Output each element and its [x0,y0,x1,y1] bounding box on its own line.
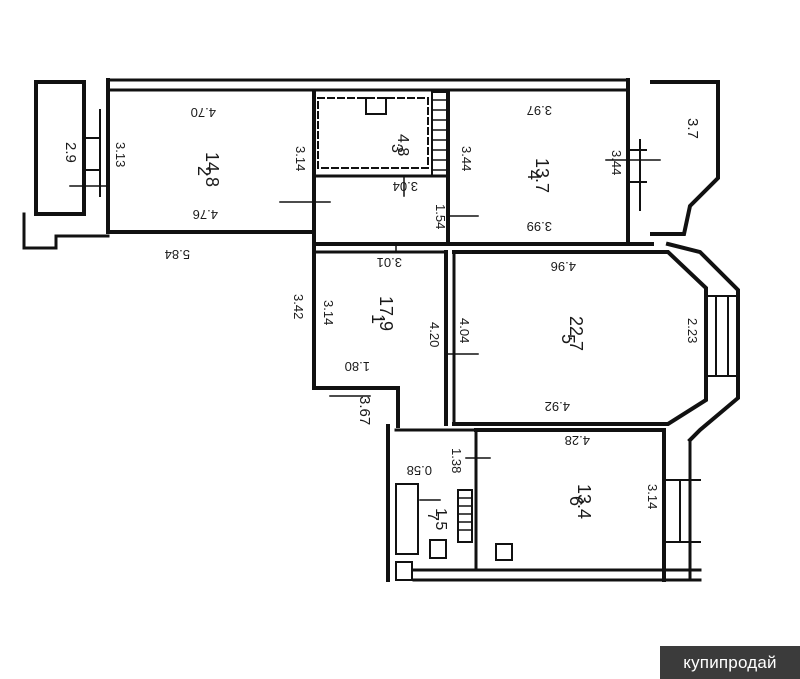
dim-r1-bottom: 1.80 [345,359,370,374]
dim-r4-right: 3.44 [609,150,624,175]
room-1-area: 17.9 [376,296,396,331]
dim-r2-top: 4.70 [191,105,216,120]
watermark-badge: купипродай [660,646,800,679]
room-6-number: 6 [566,496,586,506]
dim-r5-top: 4.96 [551,259,576,274]
dim-r7-top: 0.58 [407,463,432,478]
dim-r3-bottom: 3.04 [393,179,418,194]
dim-r2-left: 3.13 [113,142,128,167]
dim-r1-outer: 3.42 [291,294,306,319]
watermark-text: купипродай [683,652,777,672]
dim-r6-top: 4.28 [565,433,590,448]
dim-hall-v: 3.67 [356,396,373,425]
room-6-area: 13.4 [574,484,594,519]
room-7-number: 7 [424,512,441,521]
dim-below-r2: 5.84 [165,247,190,262]
room-3-number-visible: 3 [388,144,405,153]
dim-r2-right: 3.14 [293,146,308,171]
dim-r1-left: 3.14 [321,300,336,325]
dim-r1-top: 3.01 [377,255,402,270]
room-4-area: 13.7 [532,158,552,193]
room-5-number: 5 [558,334,578,344]
dim-r5-bottom: 4.92 [545,399,570,414]
room-2-number: 2 [194,166,214,176]
dim-r4-left: 3.44 [459,146,474,171]
walls [22,78,740,582]
dim-r4-top: 3.97 [527,103,552,118]
room-labels: 2 14.8 4 3 4.8 4 13.7 1 17.9 5 22.7 6 13… [194,134,594,530]
dim-r6-left: 1.38 [449,448,464,473]
room-3-area: 4.8 [394,134,411,156]
dim-r5-left: 4.04 [457,318,472,343]
dim-r5-right: 2.23 [685,318,700,343]
dim-r4-bottom: 3.99 [527,219,552,234]
dim-balcony-left: 2.9 [62,142,79,163]
dim-r2-bottom: 4.76 [193,207,218,222]
room-7-area: 1.5 [432,508,449,530]
dim-r6-right: 3.14 [645,484,660,509]
dim-r1-right: 4.20 [427,322,442,347]
room-1-number: 1 [368,314,388,324]
room-5-area: 22.7 [566,316,586,351]
dimension-labels: 4.70 3.13 3.14 4.76 2.9 5.84 3.04 1.54 3… [62,103,701,509]
dim-corridor-h: 1.54 [433,204,448,229]
room-2-area: 14.8 [202,152,222,187]
room-4-number: 4 [524,170,544,180]
dim-balcony-right: 3.7 [684,118,701,139]
